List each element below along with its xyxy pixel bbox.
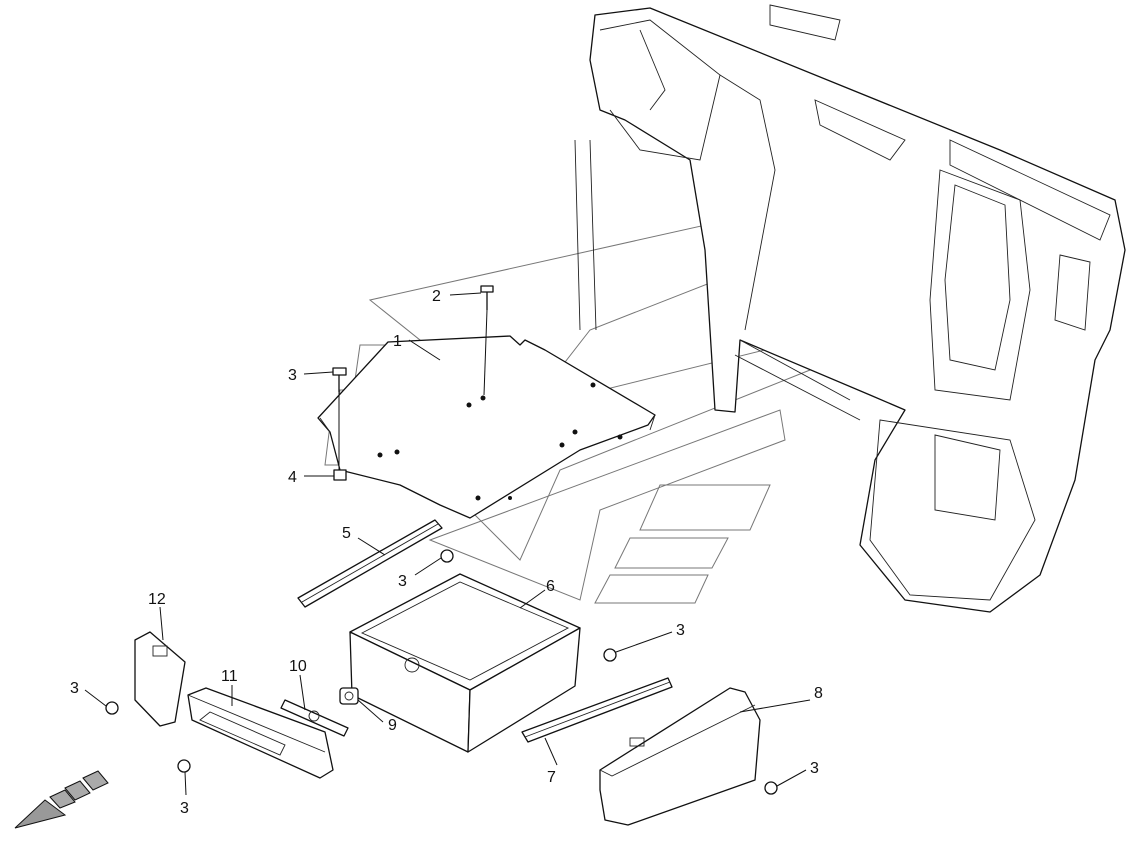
rail-5 [297,519,443,608]
callout-1: 1 [393,333,402,350]
leader-lines [84,292,811,796]
callout-3: 3 [70,680,79,697]
floor-plate [317,335,656,519]
latch-9 [339,687,359,705]
screw-3e [177,759,191,773]
callout-9: 9 [388,717,397,734]
callout-3: 3 [676,622,685,639]
screw-3b [440,549,454,563]
callout-6: 6 [546,578,555,595]
callout-5: 5 [342,525,351,542]
callout-11: 11 [221,668,238,685]
side-cover-8 [599,687,761,826]
callout-4: 4 [288,469,297,486]
callout-8: 8 [814,685,823,702]
drawer-front-11 [187,687,334,779]
callout-2: 2 [432,288,441,305]
direction-arrow-icon [14,770,109,829]
nut-4 [333,469,347,481]
side-cover-12 [134,631,186,727]
callout-3: 3 [288,367,297,384]
callout-10: 10 [289,658,307,675]
callout-3: 3 [810,760,819,777]
screw-3a [332,367,347,470]
screw-3f [764,781,778,795]
callout-12: 12 [148,591,166,608]
callout-7: 7 [547,769,556,786]
callout-3: 3 [180,800,189,817]
callout-3: 3 [398,573,407,590]
screw-2 [480,285,494,396]
screw-3d [105,701,119,715]
cab-rear-wall [574,4,1126,613]
screw-3c [603,648,617,662]
drawer-box [349,573,581,753]
bracket-10 [280,699,349,737]
rail-7 [521,677,673,743]
